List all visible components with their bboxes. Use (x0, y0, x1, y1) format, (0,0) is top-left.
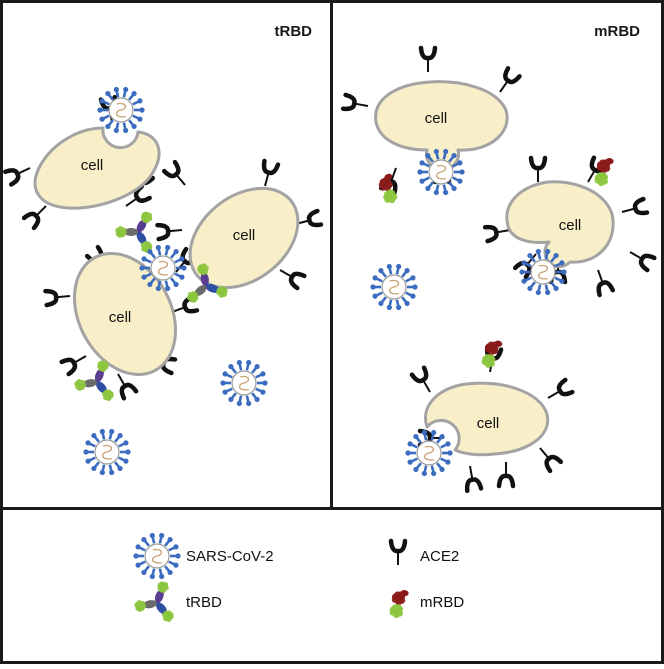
virus-particles (83, 86, 567, 477)
cell-label: cell (81, 157, 104, 174)
ace2-receptor (547, 377, 575, 399)
ace2-receptor (418, 45, 438, 72)
ace2-receptor (596, 269, 616, 298)
cell (188, 186, 300, 290)
sars-cov-2-particle (519, 248, 567, 296)
ace2-receptor (629, 251, 657, 273)
sars-cov-2-particle (405, 429, 453, 477)
ace2-receptor (21, 205, 47, 231)
legend-mrbd-label: mRBD (420, 594, 464, 611)
ace2-receptor (539, 447, 564, 474)
cell-label: cell (233, 227, 256, 244)
ace2-receptor (482, 224, 511, 244)
sars-cov-2-particle (83, 428, 131, 476)
cell-engulfing-virus (424, 381, 550, 457)
cell-labels: cell cell cell cell cell cell (81, 110, 582, 432)
ace2-receptor (409, 365, 431, 393)
right-panel-title: mRBD (594, 23, 640, 40)
sars-cov-2-particle (370, 263, 418, 311)
legend-ace2-label: ACE2 (420, 548, 459, 565)
mrbd-molecule (378, 173, 398, 204)
legend-virus-icon (133, 532, 181, 580)
left-panel-title: tRBD (275, 23, 313, 40)
legend-mrbd-icon (389, 589, 409, 619)
sars-cov-2-particle (417, 148, 465, 196)
legend-ace2-icon (388, 538, 408, 565)
ace2-receptor (261, 158, 281, 187)
ace2-receptor (43, 288, 71, 308)
legend-virus-label: SARS-CoV-2 (186, 548, 274, 565)
mrbd-molecule (481, 340, 503, 368)
ace2-receptor (496, 462, 516, 489)
ace2-receptor (161, 159, 186, 186)
ace2-receptor (528, 155, 548, 182)
legend-trbd-label: tRBD (186, 594, 222, 611)
cell-label: cell (559, 217, 582, 234)
cell-label: cell (477, 415, 500, 432)
trbd-molecule (115, 211, 153, 253)
mrbd-molecule (594, 157, 614, 187)
sars-cov-2-particle (97, 86, 145, 134)
ace2-receptors (3, 45, 657, 494)
trbd-molecule (134, 581, 174, 623)
sars-cov-2-particle (133, 532, 181, 580)
ace2-receptor (499, 66, 522, 93)
sars-cov-2-particle (220, 359, 268, 407)
sars-cov-2-particle (139, 244, 187, 292)
ace2-receptor (621, 196, 650, 216)
ace2-receptor (59, 355, 87, 377)
legend-trbd-icon (134, 581, 174, 623)
ace2-receptor (340, 92, 369, 112)
cell-label: cell (109, 309, 132, 326)
legend: SARS-CoV-2 ACE2 tRBD mRBD (133, 532, 464, 623)
ace2-receptor (125, 184, 152, 207)
ace2-receptor (279, 269, 307, 291)
ace2-receptor (155, 222, 183, 242)
ace2-receptor (3, 167, 31, 187)
ace2-receptor (117, 373, 139, 401)
mrbd-molecule (389, 589, 409, 619)
ace2-receptor (388, 538, 408, 565)
trbd-molecule (186, 263, 228, 303)
ace2-receptor (464, 465, 484, 494)
cell-engulfing-virus (33, 126, 161, 210)
binder-complexes (74, 157, 614, 402)
trbd-molecule (74, 360, 114, 402)
cell-label: cell (425, 110, 448, 127)
cell-engulfing-virus (505, 180, 615, 268)
